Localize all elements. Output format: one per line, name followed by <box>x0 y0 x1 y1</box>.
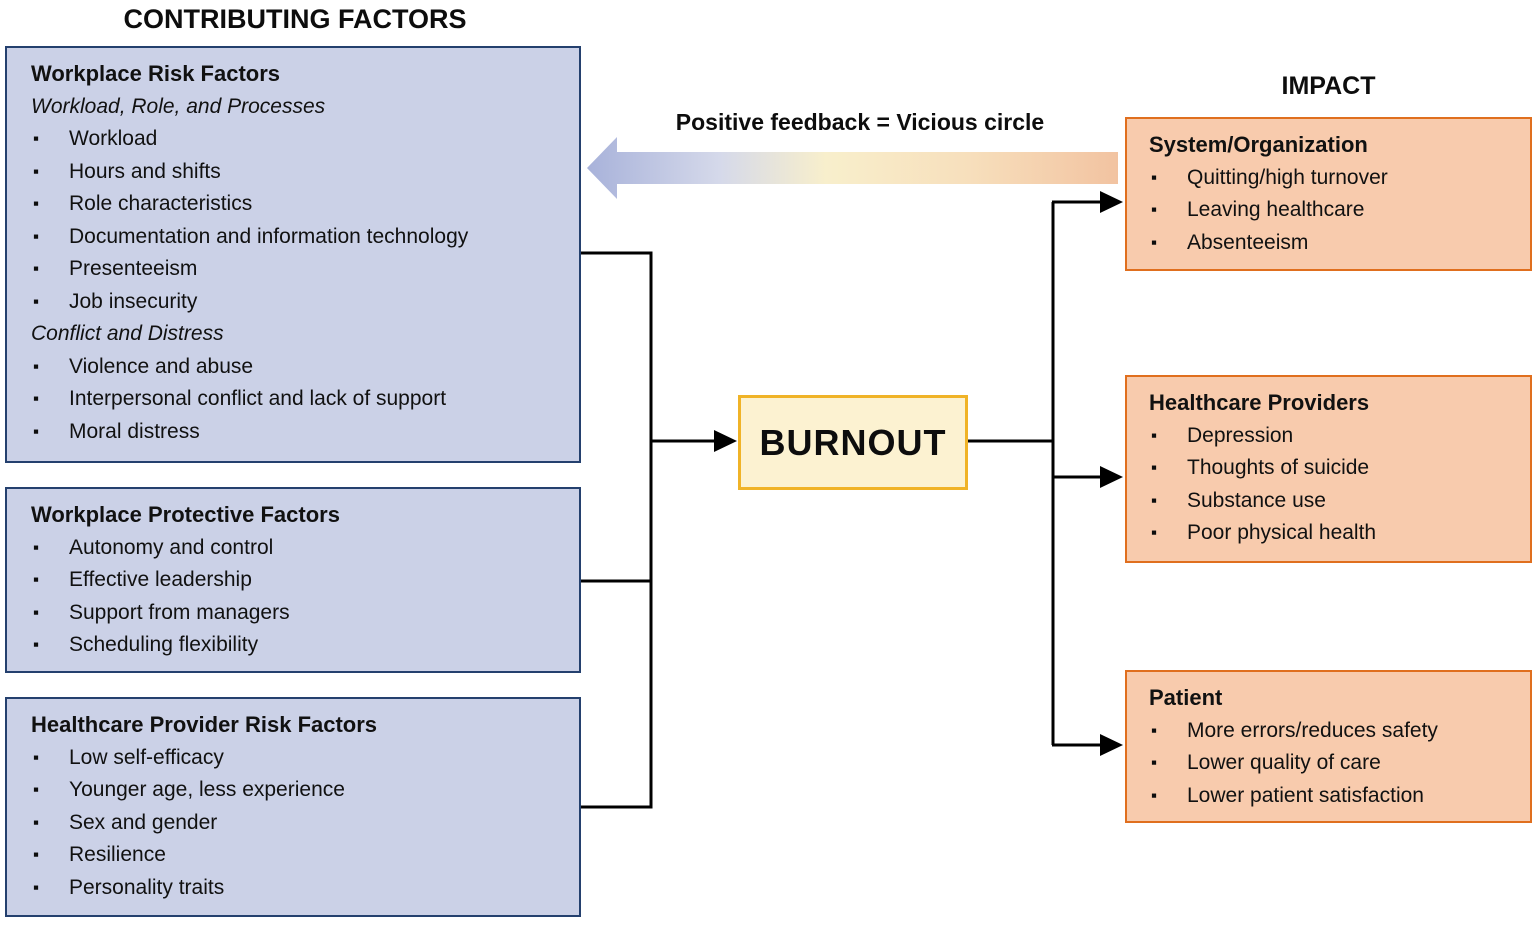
bullet-list: Autonomy and control Effective leadershi… <box>31 532 559 662</box>
workplace-risk-factors-box: Workplace Risk Factors Workload, Role, a… <box>5 46 581 463</box>
list-item: Lower quality of care <box>1149 747 1514 780</box>
left-connector-trunk <box>580 251 653 809</box>
impact-heading: IMPACT <box>1281 72 1376 100</box>
impact-arrowhead-patient <box>1100 734 1123 756</box>
list-item: Substance use <box>1149 485 1514 518</box>
bullet-list: More errors/reduces safety Lower quality… <box>1149 715 1514 813</box>
impact-arrowhead-providers <box>1100 466 1123 488</box>
list-item: Thoughts of suicide <box>1149 452 1514 485</box>
box-title: Workplace Protective Factors <box>31 502 340 527</box>
list-item: Scheduling flexibility <box>31 629 559 662</box>
list-item: Violence and abuse <box>31 351 559 384</box>
box-title: Healthcare Providers <box>1149 390 1370 415</box>
list-item: Hours and shifts <box>31 156 559 189</box>
workplace-protective-factors-box: Workplace Protective Factors Autonomy an… <box>5 487 581 673</box>
list-item: Job insecurity <box>31 286 559 319</box>
impact-arrowhead-system <box>1100 191 1123 213</box>
bullet-list: Low self-efficacy Younger age, less expe… <box>31 742 559 905</box>
box-title: Healthcare Provider Risk Factors <box>31 712 378 737</box>
list-item: Poor physical health <box>1149 517 1514 550</box>
list-item: Depression <box>1149 420 1514 453</box>
list-item: Role characteristics <box>31 188 559 221</box>
impact-healthcare-providers-box: Healthcare Providers Depression Thoughts… <box>1125 375 1532 563</box>
list-item: Documentation and information technology <box>31 221 559 254</box>
contributing-factors-heading: CONTRIBUTING FACTORS <box>123 4 467 34</box>
group-label-workload-role-processes: Workload, Role, and Processes <box>31 94 326 118</box>
list-item: Workload <box>31 123 559 156</box>
list-item: Interpersonal conflict and lack of suppo… <box>31 383 559 416</box>
list-item: Autonomy and control <box>31 532 559 565</box>
box-title: Patient <box>1149 685 1223 710</box>
bullet-list: Quitting/high turnover Leaving healthcar… <box>1149 162 1514 260</box>
burnout-label: BURNOUT <box>759 421 947 463</box>
bullet-list: Depression Thoughts of suicide Substance… <box>1149 420 1514 550</box>
list-item: Personality traits <box>31 872 559 905</box>
box-title: System/Organization <box>1149 132 1368 157</box>
list-item: Low self-efficacy <box>31 742 559 775</box>
list-item: Effective leadership <box>31 564 559 597</box>
burnout-in-arrowhead <box>714 430 737 452</box>
feedback-gradient-arrow <box>587 137 1118 199</box>
list-item: Presenteeism <box>31 253 559 286</box>
feedback-arrow-label: Positive feedback = Vicious circle <box>675 109 1045 135</box>
bullet-list: Violence and abuse Interpersonal conflic… <box>31 351 559 449</box>
list-item: Resilience <box>31 839 559 872</box>
group-label-conflict-distress: Conflict and Distress <box>31 322 224 345</box>
list-item: Younger age, less experience <box>31 774 559 807</box>
list-item: Quitting/high turnover <box>1149 162 1514 195</box>
list-item: Leaving healthcare <box>1149 194 1514 227</box>
list-item: Lower patient satisfaction <box>1149 780 1514 813</box>
list-item: Support from managers <box>31 597 559 630</box>
impact-patient-box: Patient More errors/reduces safety Lower… <box>1125 670 1532 823</box>
list-item: Sex and gender <box>31 807 559 840</box>
list-item: Moral distress <box>31 416 559 449</box>
bullet-list: Workload Hours and shifts Role character… <box>31 123 559 318</box>
burnout-box: BURNOUT <box>738 395 968 490</box>
list-item: Absenteeism <box>1149 227 1514 260</box>
box-title: Workplace Risk Factors <box>31 61 281 86</box>
healthcare-provider-risk-factors-box: Healthcare Provider Risk Factors Low sel… <box>5 697 581 917</box>
list-item: More errors/reduces safety <box>1149 715 1514 748</box>
impact-system-organization-box: System/Organization Quitting/high turnov… <box>1125 117 1532 271</box>
